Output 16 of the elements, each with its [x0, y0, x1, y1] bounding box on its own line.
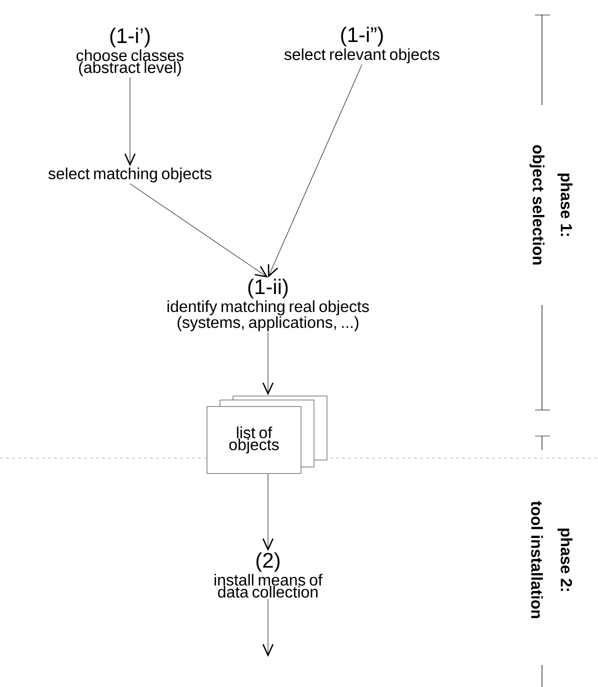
arrow	[262, 332, 274, 396]
step-text: (1-i”) select relevant objects	[284, 26, 440, 64]
phase-label: tool installation	[531, 501, 543, 618]
step-text: select matching objects	[48, 168, 212, 182]
phase-label: phase 2:	[558, 528, 572, 591]
stacked-document-box: list of objects	[206, 396, 328, 474]
arrow	[268, 64, 362, 278]
step-text: (1-ii) identify matching real objects (systems, applications, ...)	[168, 278, 369, 332]
phase-label: object selection	[530, 145, 544, 264]
arrow	[262, 473, 274, 552]
step-text: (1-i’) choose classes (abstract level)	[76, 28, 184, 76]
arrow	[130, 183, 268, 278]
arrow	[124, 77, 136, 166]
phase-label: phase 1:	[558, 174, 572, 236]
arrow	[262, 598, 274, 657]
step-text: (2) install means of data collection	[214, 552, 322, 598]
